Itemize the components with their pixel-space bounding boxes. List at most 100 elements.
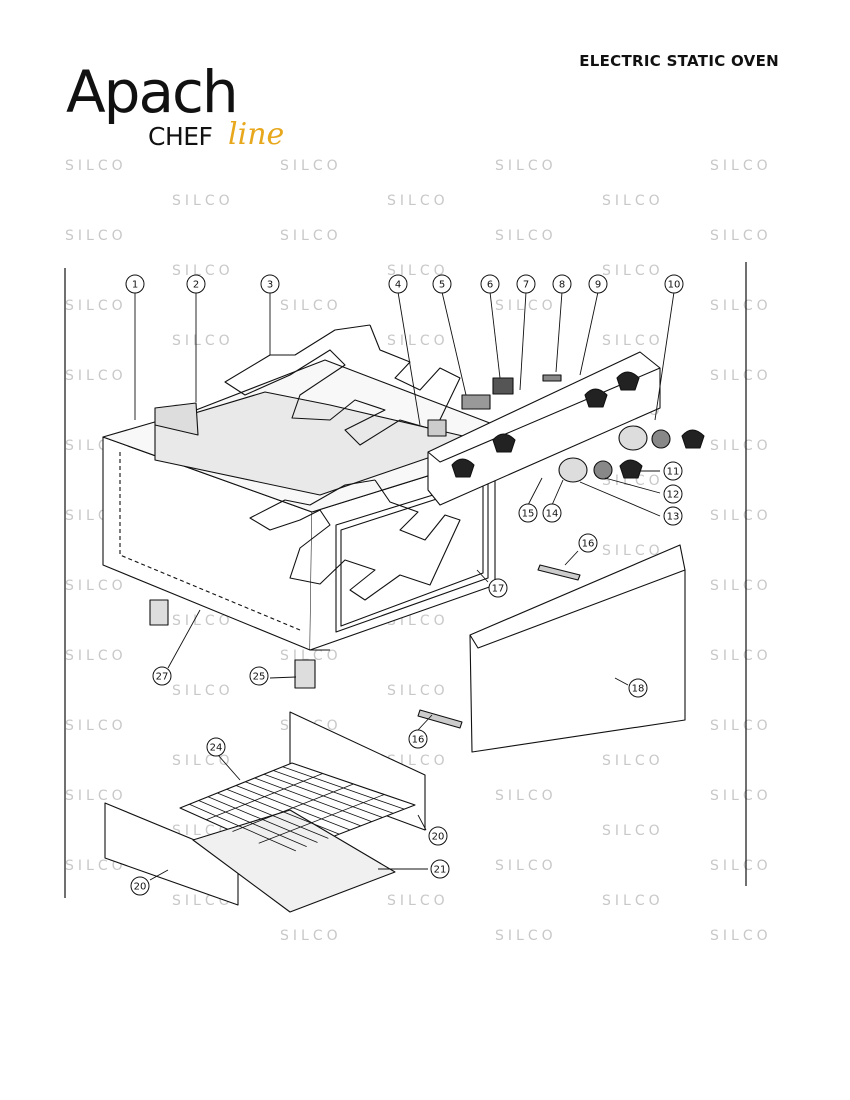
watermark-text: SILCO [602,333,664,349]
watermark-text: SILCO [65,858,127,874]
callout-10: 10 [664,274,684,294]
callout-17: 17 [488,578,508,598]
watermark-text: SILCO [602,753,664,769]
top-heating-element [224,324,461,446]
callout-16: 16 [578,533,598,553]
logo-brand-text: Apach [66,58,239,126]
callout-20: 20 [428,826,448,846]
watermark-text: SILCO [602,473,664,489]
watermark-text: SILCO [710,858,772,874]
wire-shelf-grid [189,766,405,852]
callout-number: 16 [412,735,425,746]
callout-number: 12 [667,490,680,501]
callout-12: 12 [663,484,683,504]
watermark-text: SILCO [602,823,664,839]
callout-8: 8 [552,274,572,294]
watermark-text: SILCO [65,368,127,384]
watermark-text: SILCO [495,158,557,174]
watermark-text: SILCO [710,158,772,174]
watermark-text: SILCO [65,718,127,734]
callout-2: 2 [186,274,206,294]
brand-logo: Apach CHEF line [66,60,306,165]
watermark-text: SILCO [710,788,772,804]
terminal-block-part [427,419,447,437]
watermark-text: SILCO [387,683,449,699]
watermark-text: SILCO [602,893,664,909]
logo-sub-text: CHEF [148,122,213,151]
callout-number: 21 [434,865,447,876]
watermark-text: SILCO [172,753,234,769]
callout-number: 17 [492,584,505,595]
watermark-text: SILCO [172,683,234,699]
control-knobs [451,371,640,478]
watermark-text: SILCO [710,928,772,944]
watermark-text: SILCO [280,298,342,314]
callout-14: 14 [542,503,562,523]
callout-number: 4 [395,280,401,291]
oven-body [102,359,496,651]
watermark-text: SILCO [172,333,234,349]
watermark-text: SILCO [65,298,127,314]
callout-21: 21 [430,859,450,879]
callout-3: 3 [260,274,280,294]
watermark-text: SILCO [710,228,772,244]
hinge-upper [537,564,581,581]
shelf-crossbar [206,773,323,821]
shelf-crossbar [258,794,385,844]
exploded-knob-parts [558,425,705,483]
watermark-text: SILCO [280,158,342,174]
watermark-text: SILCO [495,858,557,874]
callout-24: 24 [206,737,226,757]
leader-lines [134,291,675,881]
door-panel [469,544,686,753]
callout-number: 6 [487,280,493,291]
drip-tray [192,809,396,913]
callout-number: 8 [559,280,565,291]
watermark-text: SILCO [710,508,772,524]
callout-18: 18 [628,678,648,698]
callout-number: 24 [210,743,223,754]
logo-script-text: line [228,117,285,152]
callout-25: 25 [249,666,269,686]
callout-number: 20 [432,832,445,843]
callout-number: 5 [439,280,445,291]
watermark-text: SILCO [495,228,557,244]
bottom-heating-element [249,479,461,601]
callout-number: 13 [667,512,680,523]
callout-9: 9 [588,274,608,294]
shelf-crossbar [232,783,354,832]
watermark-text: SILCO [710,438,772,454]
thermostat-part [492,377,514,395]
callout-13: 13 [663,506,683,526]
watermark-text: SILCO [602,543,664,559]
callout-20: 20 [130,876,150,896]
watermark-text: SILCO [172,263,234,279]
watermark-text: SILCO [280,648,342,664]
watermark-text: SILCO [710,368,772,384]
watermark-text: SILCO [710,298,772,314]
callout-number: 20 [134,882,147,893]
back-panel [154,402,199,436]
watermark-text: SILCO [602,263,664,279]
watermark-text: SILCO [280,228,342,244]
callout-number: 7 [523,280,529,291]
foot-right [294,659,316,689]
callout-6: 6 [480,274,500,294]
callout-number: 18 [632,684,645,695]
hinge-lower [417,709,463,729]
watermark-text: SILCO [65,228,127,244]
callout-11: 11 [663,461,683,481]
callout-number: 25 [253,672,266,683]
callout-15: 15 [518,503,538,523]
callout-number: 2 [193,280,199,291]
watermark-text: SILCO [495,298,557,314]
callout-number: 14 [546,509,559,520]
watermark-text: SILCO [710,578,772,594]
watermark-text: SILCO [495,788,557,804]
page-title: ELECTRIC STATIC OVEN [579,52,779,70]
watermark-text: SILCO [172,193,234,209]
watermark-text: SILCO [710,648,772,664]
watermark-text: SILCO [280,928,342,944]
